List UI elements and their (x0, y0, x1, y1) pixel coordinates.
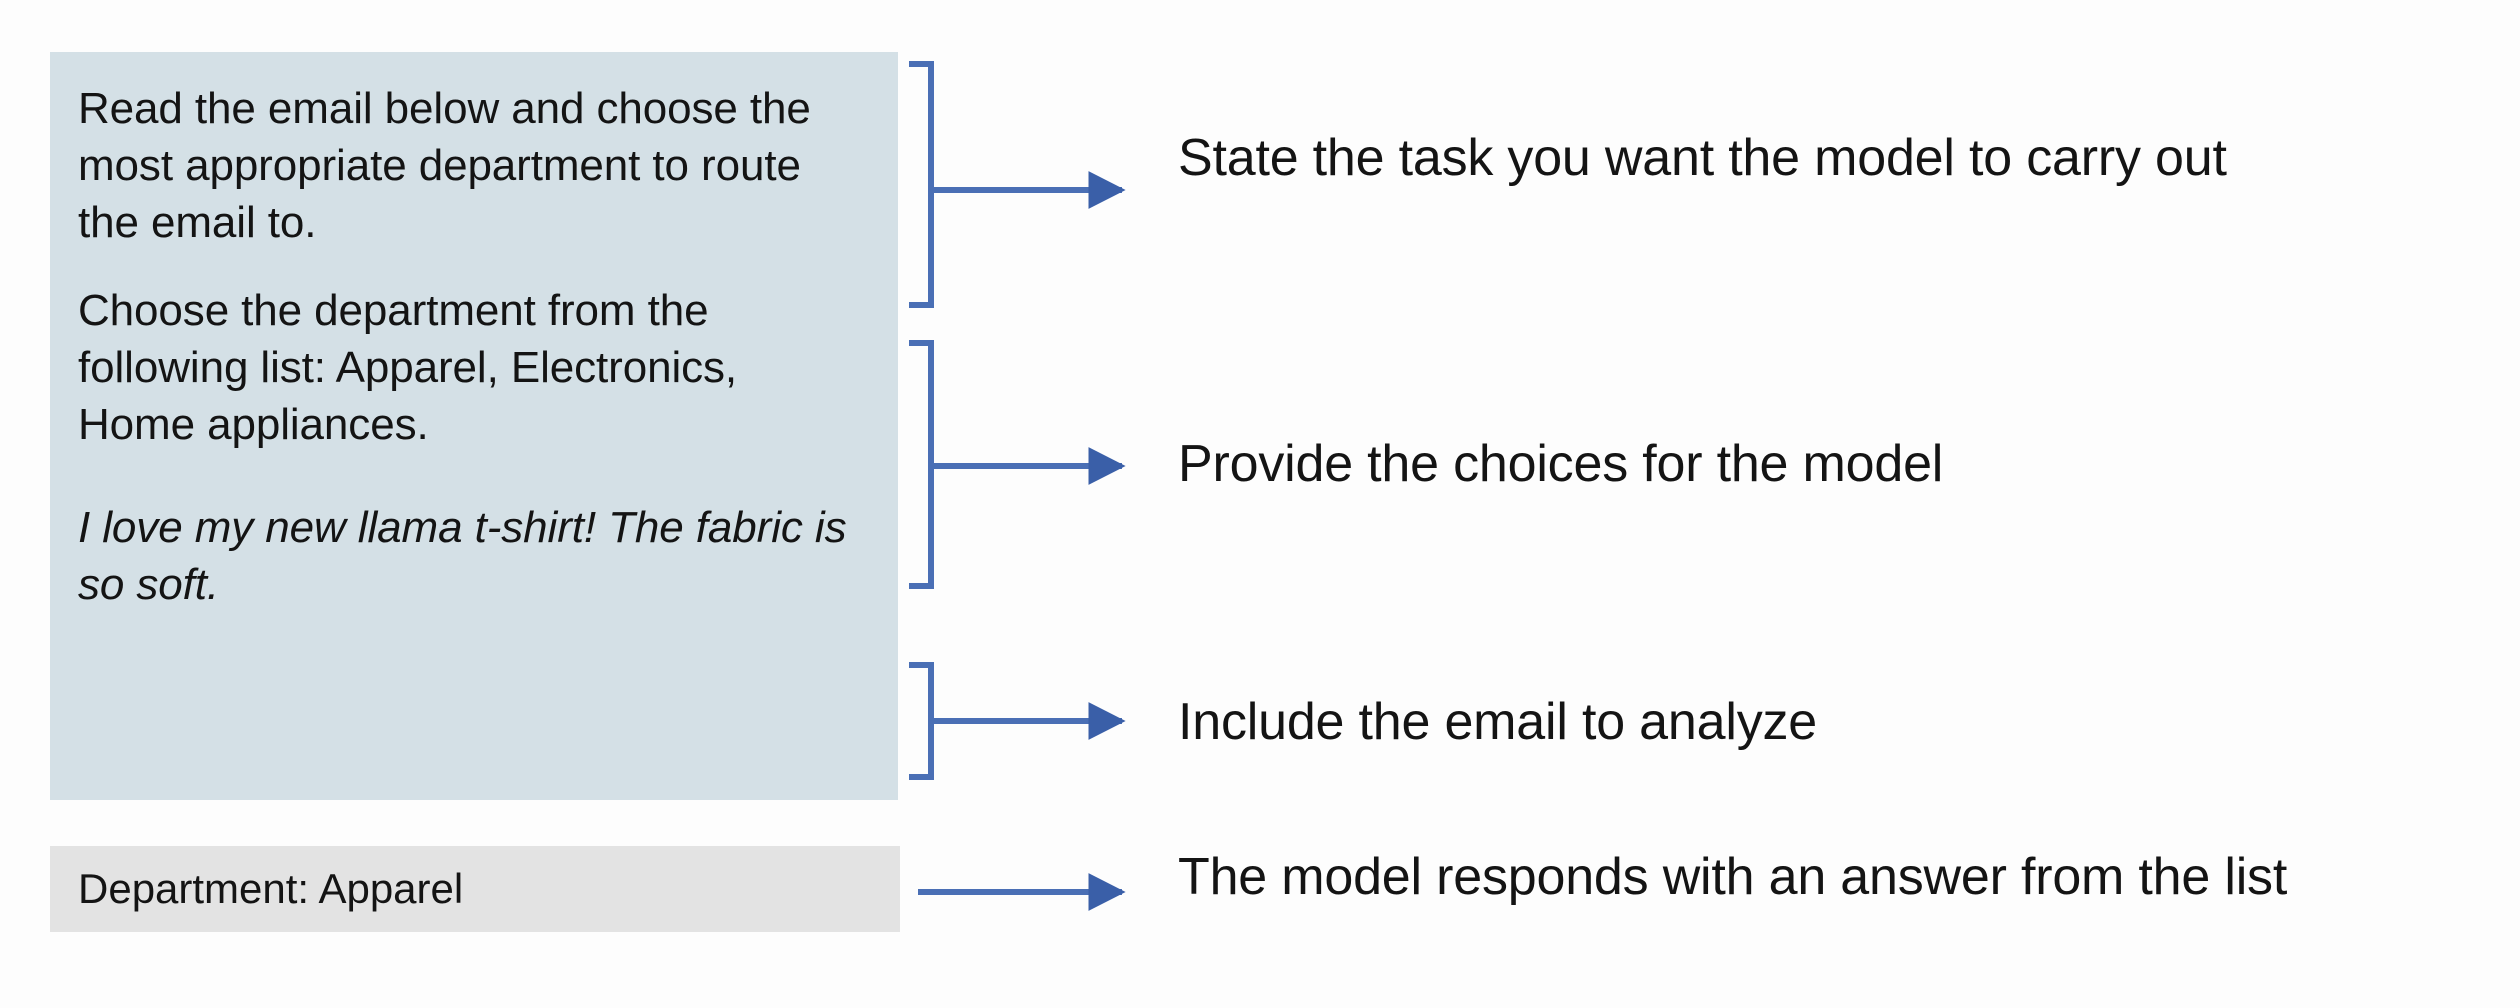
prompt-block-choice-list: Choose the department from the following… (78, 285, 738, 449)
annotation-choices: Provide the choices for the model (1178, 435, 1944, 493)
annotation-answer: The model responds with an answer from t… (1178, 848, 2288, 906)
answer-text: Department: Apparel (78, 864, 464, 912)
connector-bracket-email (909, 662, 1126, 780)
annotation-email: Include the email to analyze (1178, 693, 1818, 751)
connector-bracket-task (909, 61, 1126, 308)
answer-panel: Department: Apparel (50, 846, 900, 932)
annotation-task: State the task you want the model to car… (1178, 129, 2227, 187)
prompt-panel: Read the email below and choose the most… (50, 52, 898, 800)
prompt-block-task-instruction: Read the email below and choose the most… (78, 84, 811, 248)
prompt-block-email-body: I love my new llama t-shirt! The fabric … (78, 503, 847, 610)
connector-bracket-choices (909, 340, 1126, 589)
